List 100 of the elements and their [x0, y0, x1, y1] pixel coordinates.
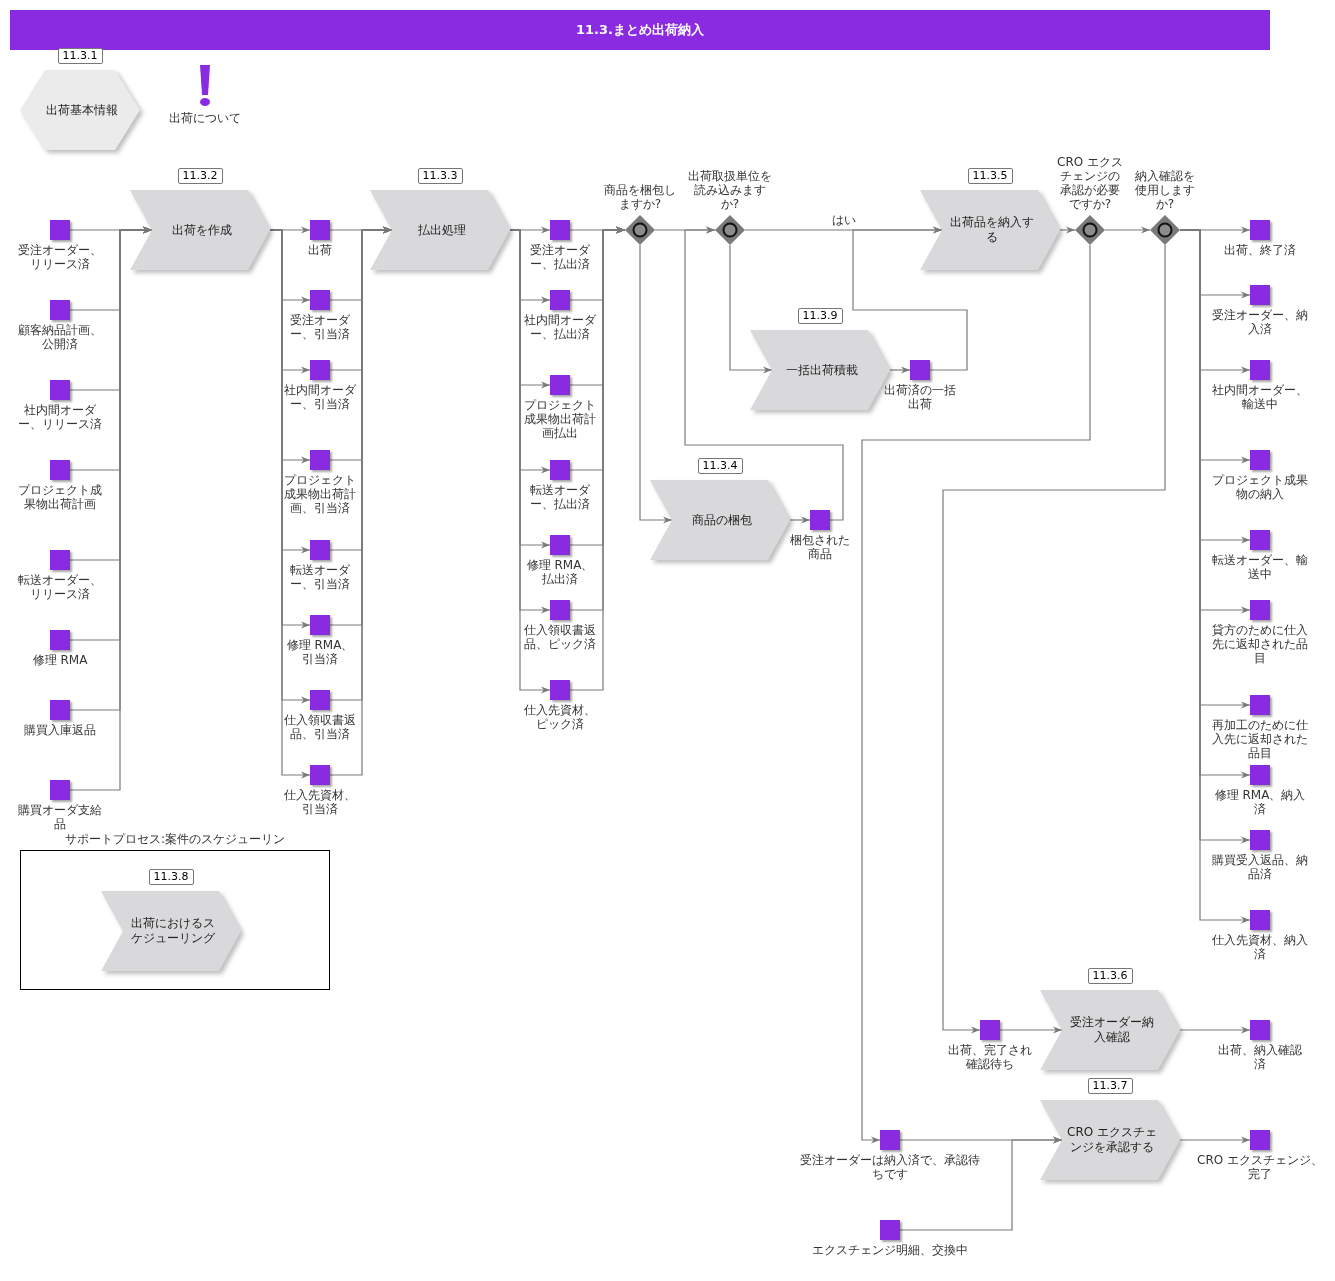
- connector-arrow: [1179, 1136, 1251, 1144]
- event-label: 購買入庫返品: [23, 723, 97, 737]
- process-label: 商品の梱包: [692, 512, 752, 528]
- gateway-diamond: [1075, 215, 1105, 245]
- event-square: [1250, 220, 1270, 240]
- event-label: 受注オーダー、リリース済: [17, 243, 103, 271]
- process-label: CRO エクスチェンジを承認する: [1066, 1125, 1158, 1155]
- event-square: [310, 690, 330, 710]
- process-label: 出荷基本情報: [46, 102, 118, 118]
- event-label: 社内間オーダー、払出済: [524, 313, 596, 341]
- event-label: 購買受入返品、納品済: [1211, 853, 1309, 881]
- event-label: 転送オーダー、払出済: [529, 483, 591, 511]
- connector-arrow: [1179, 1026, 1251, 1034]
- event-square: [550, 290, 570, 310]
- info-label: 出荷について: [169, 111, 241, 125]
- event-square: [1250, 285, 1270, 305]
- gateway-diamond: [625, 215, 655, 245]
- event-label: 受注オーダー、納入済: [1211, 308, 1309, 336]
- connector-arrow: [729, 244, 773, 374]
- connector-arrow: [999, 1026, 1063, 1034]
- process-step: [650, 480, 790, 560]
- event-label: 梱包された商品: [789, 533, 851, 561]
- gateway-diamond: [715, 215, 745, 245]
- connector-arrow: [861, 244, 1091, 1144]
- event-square: [880, 1130, 900, 1150]
- event-label: 出荷、終了済: [1223, 243, 1297, 257]
- event-label: プロジェクト成果物の納入: [1211, 473, 1309, 501]
- frame-heading: サポートプロセス:案件のスケジューリン: [63, 832, 286, 846]
- event-label: CRO エクスチェンジ、完了: [1196, 1153, 1324, 1181]
- event-square: [50, 460, 70, 480]
- title-bar: 11.3.まとめ出荷納入: [10, 10, 1270, 50]
- event-square: [50, 220, 70, 240]
- event-square: [1250, 765, 1270, 785]
- process-label: 出荷におけるスケジューリング: [130, 916, 216, 946]
- gateway-diamond: [1150, 215, 1180, 245]
- event-label: 修理 RMA、納入済: [1213, 788, 1307, 816]
- event-label: 購買オーダ支給品: [17, 803, 103, 831]
- event-square: [550, 220, 570, 240]
- event-label: 再加工のために仕入先に返却された品目: [1211, 718, 1309, 760]
- process-step: [1040, 1100, 1180, 1180]
- gateway-question: CRO エクスチェンジの承認が必要ですか?: [1056, 155, 1124, 211]
- step-number-badge: 11.3.8: [148, 869, 194, 885]
- event-label: 仕入領収書返品、引当済: [284, 713, 356, 741]
- event-label: 仕入領収書返品、ピック済: [524, 623, 596, 651]
- event-square: [550, 535, 570, 555]
- event-label: プロジェクト成果物出荷計画: [17, 483, 103, 511]
- event-label: 仕入先資材、納入済: [1211, 933, 1309, 961]
- event-label: 仕入先資材、ピック済: [524, 703, 596, 731]
- event-label: 受注オーダーは納入済で、承認待ちです: [800, 1153, 980, 1181]
- connector-arrow: [899, 1136, 1063, 1231]
- event-label: 貸方のために仕入先に返却された品目: [1211, 623, 1309, 665]
- event-square: [1250, 910, 1270, 930]
- event-square: [310, 615, 330, 635]
- event-square: [50, 700, 70, 720]
- step-number-badge: 11.3.1: [57, 48, 103, 64]
- event-label: エクスチェンジ明細、交換中: [811, 1243, 969, 1257]
- event-label: 顧客納品計画、公開済: [17, 323, 103, 351]
- process-step: [370, 190, 510, 270]
- process-label: 出荷品を納入する: [949, 215, 1035, 245]
- event-label: 修理 RMA: [31, 653, 89, 667]
- event-label: 出荷: [307, 243, 333, 257]
- gateway-question: 商品を梱包しますか?: [603, 183, 677, 211]
- event-square: [1250, 360, 1270, 380]
- event-square: [50, 550, 70, 570]
- connector-arrow: [1059, 226, 1076, 234]
- gateway-question: 出荷取扱単位を読み込みますか?: [688, 169, 772, 211]
- event-square: [50, 300, 70, 320]
- event-label: プロジェクト成果物出荷計画、引当済: [284, 473, 356, 515]
- event-square: [1250, 1020, 1270, 1040]
- connector-arrow: [942, 244, 1166, 1034]
- event-square: [550, 375, 570, 395]
- connector-arrow: [852, 226, 968, 371]
- event-label: 受注オーダー、引当済: [289, 313, 351, 341]
- event-square: [310, 540, 330, 560]
- event-square: [550, 680, 570, 700]
- event-square: [310, 220, 330, 240]
- event-label: 社内間オーダー、リリース済: [17, 403, 103, 431]
- event-square: [1250, 830, 1270, 850]
- step-number-badge: 11.3.4: [697, 458, 743, 474]
- event-square: [910, 360, 930, 380]
- connector-arrow: [639, 244, 673, 524]
- event-label: 仕入先資材、引当済: [284, 788, 356, 816]
- event-label: 社内間オーダー、輸送中: [1211, 383, 1309, 411]
- process-label: 受注オーダー納入確認: [1069, 1015, 1155, 1045]
- event-square: [550, 460, 570, 480]
- connector-arrow: [1104, 226, 1151, 234]
- event-square: [810, 510, 830, 530]
- process-label: 払出処理: [418, 222, 466, 238]
- event-label: 修理 RMA、払出済: [525, 558, 595, 586]
- process-step: [920, 190, 1060, 270]
- step-number-badge: 11.3.9: [797, 308, 843, 324]
- event-square: [1250, 1130, 1270, 1150]
- process-label: 一括出荷積載: [786, 362, 858, 378]
- step-number-badge: 11.3.6: [1087, 968, 1133, 984]
- gateway-question: 納入確認を使用しますか?: [1134, 169, 1196, 211]
- event-square: [880, 1220, 900, 1240]
- event-square: [550, 600, 570, 620]
- event-label: 転送オーダー、輸送中: [1211, 553, 1309, 581]
- process-step: [1040, 990, 1180, 1070]
- connector-arrow: [789, 516, 811, 524]
